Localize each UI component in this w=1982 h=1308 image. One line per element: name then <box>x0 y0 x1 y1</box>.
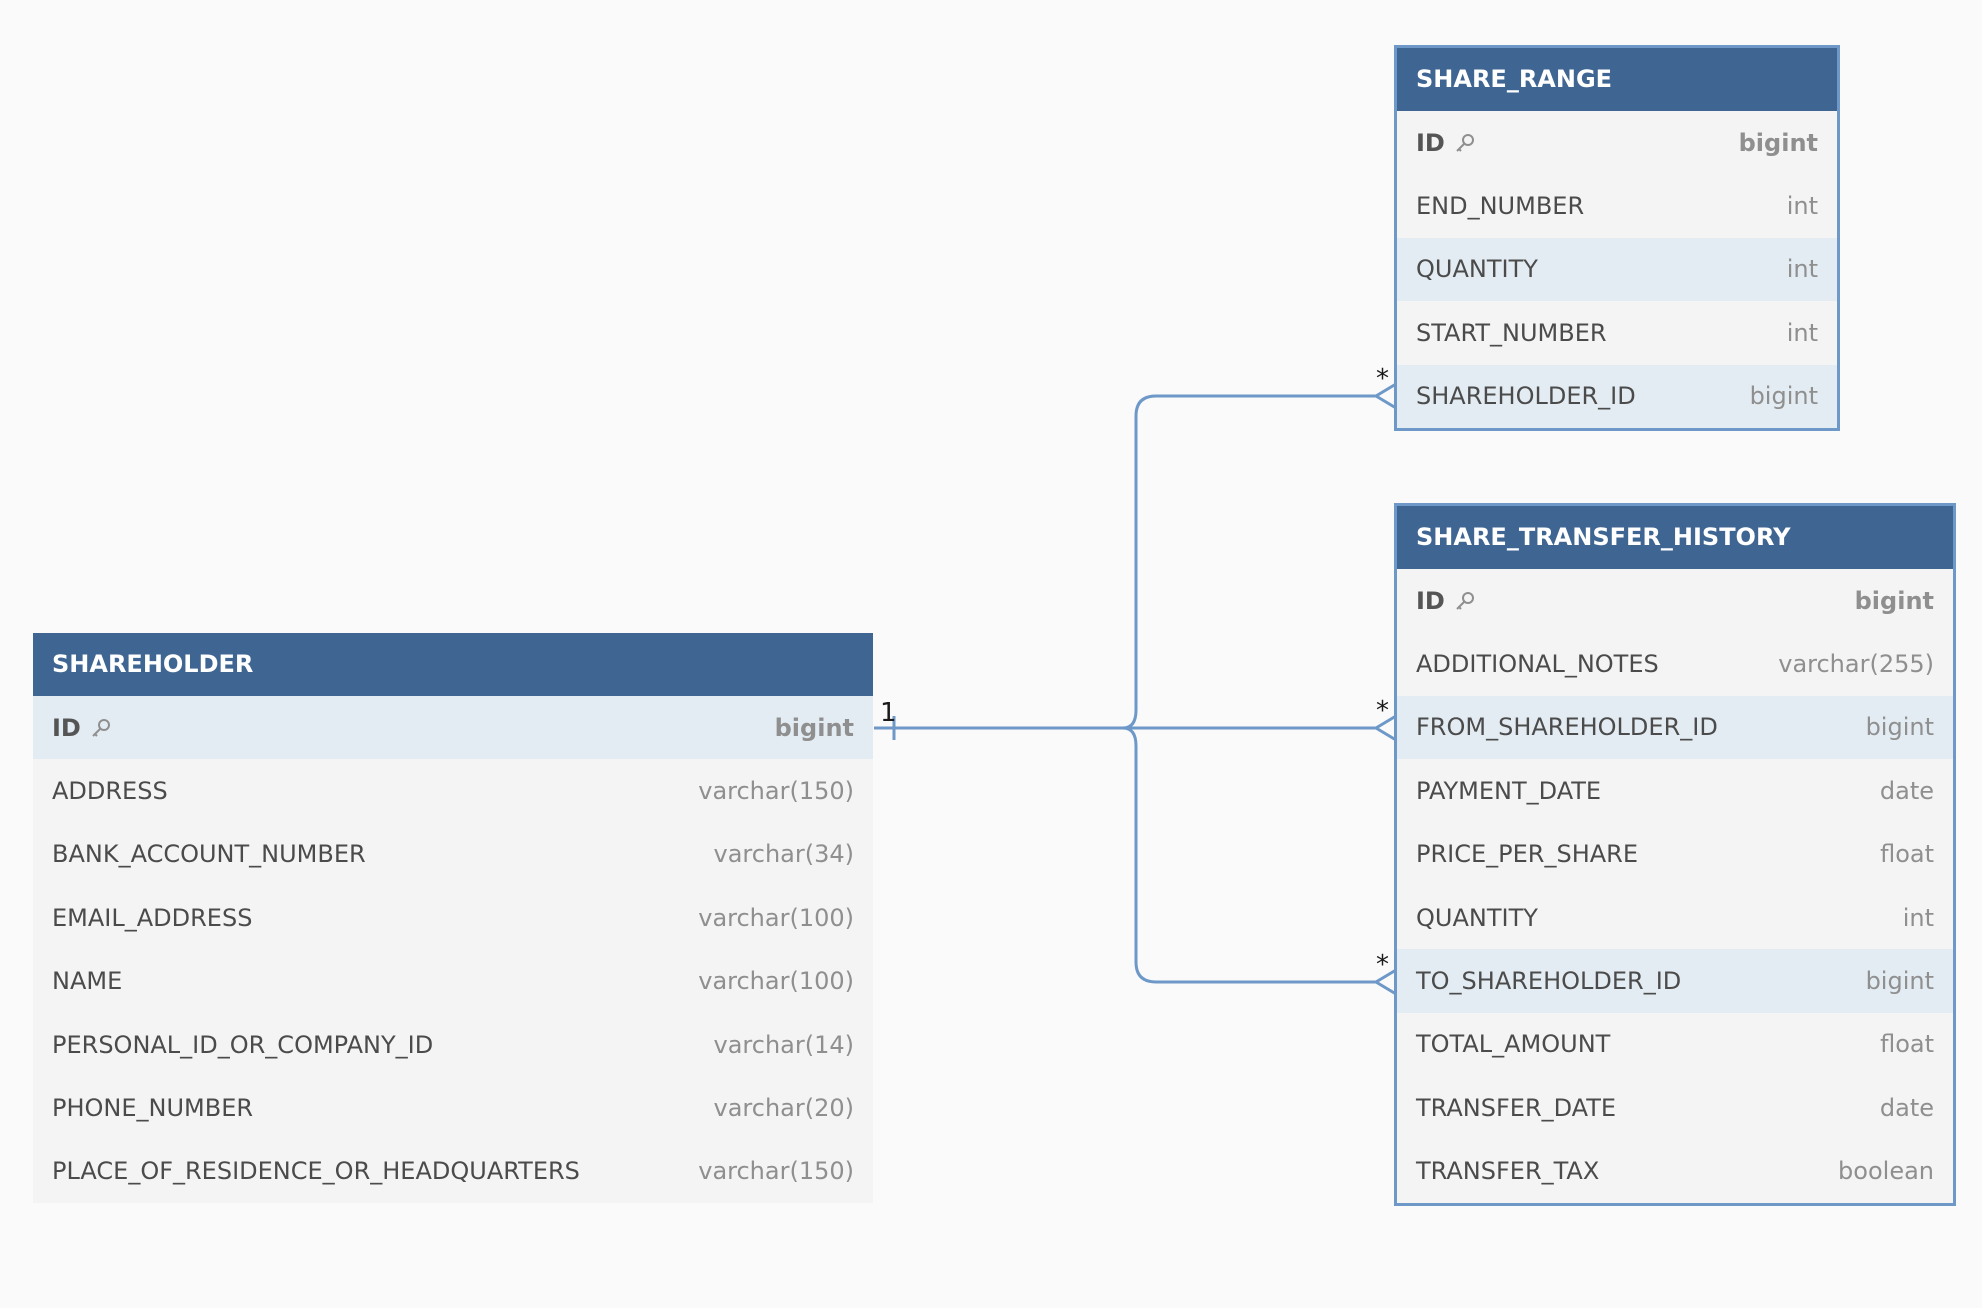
crowfoot-to-shareholder <box>1375 968 1397 996</box>
column-row[interactable]: ID bigint <box>1397 569 1953 632</box>
table-shareholder[interactable]: SHAREHOLDER ID bigint ADDRESS varchar(15… <box>33 633 873 1204</box>
column-name: SHAREHOLDER_ID <box>1416 382 1636 411</box>
column-row[interactable]: PLACE_OF_RESIDENCE_OR_HEADQUARTERS varch… <box>33 1140 873 1203</box>
column-type: varchar(150) <box>698 1157 854 1186</box>
column-row[interactable]: END_NUMBER int <box>1397 174 1837 237</box>
column-name: FROM_SHAREHOLDER_ID <box>1416 713 1718 742</box>
column-type: bigint <box>1865 713 1934 742</box>
column-type: bigint <box>1865 967 1934 996</box>
column-name: PLACE_OF_RESIDENCE_OR_HEADQUARTERS <box>52 1157 580 1186</box>
column-row[interactable]: PERSONAL_ID_OR_COMPANY_ID varchar(14) <box>33 1013 873 1076</box>
link-to-to-shareholder <box>1122 726 1376 984</box>
table-title[interactable]: SHAREHOLDER <box>33 633 873 696</box>
column-name: END_NUMBER <box>1416 192 1585 221</box>
column-type: float <box>1880 840 1934 869</box>
column-name: PERSONAL_ID_OR_COMPANY_ID <box>52 1030 434 1059</box>
column-type: bigint <box>1749 382 1818 411</box>
column-name: ADDRESS <box>52 777 168 806</box>
column-row[interactable]: ADDITIONAL_NOTES varchar(255) <box>1397 632 1953 695</box>
column-row[interactable]: TOTAL_AMOUNT float <box>1397 1013 1953 1076</box>
column-type: varchar(100) <box>698 903 854 932</box>
column-row[interactable]: NAME varchar(100) <box>33 950 873 1013</box>
column-row[interactable]: TRANSFER_DATE date <box>1397 1076 1953 1139</box>
column-name: QUANTITY <box>1416 255 1538 284</box>
column-name: TRANSFER_TAX <box>1416 1157 1600 1186</box>
column-row[interactable]: PAYMENT_DATE date <box>1397 759 1953 822</box>
column-type: int <box>1786 192 1818 221</box>
column-row[interactable]: BANK_ACCOUNT_NUMBER varchar(34) <box>33 823 873 886</box>
column-type: bigint <box>1738 128 1818 157</box>
link-to-share-range <box>1122 394 1376 730</box>
column-row[interactable]: ID bigint <box>33 696 873 760</box>
key-icon <box>1456 591 1474 610</box>
column-row[interactable]: ADDRESS varchar(150) <box>33 759 873 822</box>
column-row[interactable]: SHAREHOLDER_ID bigint <box>1397 364 1837 428</box>
column-type: bigint <box>1854 586 1934 615</box>
column-name: EMAIL_ADDRESS <box>52 903 253 932</box>
column-row[interactable]: TO_SHAREHOLDER_ID bigint <box>1397 949 1953 1013</box>
column-name: ID <box>52 713 81 742</box>
column-name: PAYMENT_DATE <box>1416 776 1602 805</box>
key-icon <box>1456 133 1474 152</box>
column-row[interactable]: ID bigint <box>1397 111 1837 174</box>
cardinality-many-label-share-range: * <box>1376 364 1389 394</box>
column-type: bigint <box>774 713 854 742</box>
column-type: varchar(20) <box>713 1094 855 1123</box>
column-type: int <box>1902 903 1934 932</box>
column-name: ADDITIONAL_NOTES <box>1416 650 1659 679</box>
column-row[interactable]: START_NUMBER int <box>1397 301 1837 364</box>
column-name: QUANTITY <box>1416 903 1538 932</box>
column-name: PRICE_PER_SHARE <box>1416 840 1638 869</box>
table-share-range[interactable]: SHARE_RANGE ID bigint END_NUMBER int QUA… <box>1394 45 1840 431</box>
column-type: date <box>1879 776 1934 805</box>
cardinality-many-label-from-shareholder: * <box>1376 696 1389 726</box>
column-type: boolean <box>1838 1157 1934 1186</box>
crowfoot-from-shareholder <box>1375 714 1397 742</box>
column-name: TO_SHAREHOLDER_ID <box>1416 967 1682 996</box>
column-row[interactable]: QUANTITY int <box>1397 237 1837 302</box>
column-row[interactable]: PHONE_NUMBER varchar(20) <box>33 1076 873 1139</box>
column-type: float <box>1880 1030 1934 1059</box>
column-type: varchar(14) <box>713 1030 855 1059</box>
column-name: TRANSFER_DATE <box>1416 1093 1617 1122</box>
cardinality-one-label: 1 <box>880 698 897 728</box>
column-type: varchar(255) <box>1778 650 1934 679</box>
column-type: int <box>1786 318 1818 347</box>
column-name: ID <box>1416 586 1445 615</box>
column-name: NAME <box>52 967 123 996</box>
column-name: PHONE_NUMBER <box>52 1094 254 1123</box>
column-row[interactable]: PRICE_PER_SHARE float <box>1397 823 1953 886</box>
column-row[interactable]: QUANTITY int <box>1397 886 1953 949</box>
column-type: int <box>1786 255 1818 284</box>
column-row[interactable]: FROM_SHAREHOLDER_ID bigint <box>1397 695 1953 760</box>
column-type: date <box>1879 1093 1934 1122</box>
table-title[interactable]: SHARE_RANGE <box>1397 48 1837 111</box>
table-title[interactable]: SHARE_TRANSFER_HISTORY <box>1397 506 1953 569</box>
column-name: ID <box>1416 128 1445 157</box>
table-share-transfer-history[interactable]: SHARE_TRANSFER_HISTORY ID bigint ADDITIO… <box>1394 503 1956 1206</box>
column-name: BANK_ACCOUNT_NUMBER <box>52 840 366 869</box>
column-row[interactable]: EMAIL_ADDRESS varchar(100) <box>33 886 873 949</box>
column-name: TOTAL_AMOUNT <box>1416 1030 1611 1059</box>
column-row[interactable]: TRANSFER_TAX boolean <box>1397 1140 1953 1203</box>
column-type: varchar(150) <box>698 777 854 806</box>
column-name: START_NUMBER <box>1416 318 1607 347</box>
column-type: varchar(100) <box>698 967 854 996</box>
cardinality-many-label-to-shareholder: * <box>1376 950 1389 980</box>
column-type: varchar(34) <box>713 840 855 869</box>
crowfoot-share-range <box>1375 382 1397 410</box>
key-icon <box>92 718 110 737</box>
